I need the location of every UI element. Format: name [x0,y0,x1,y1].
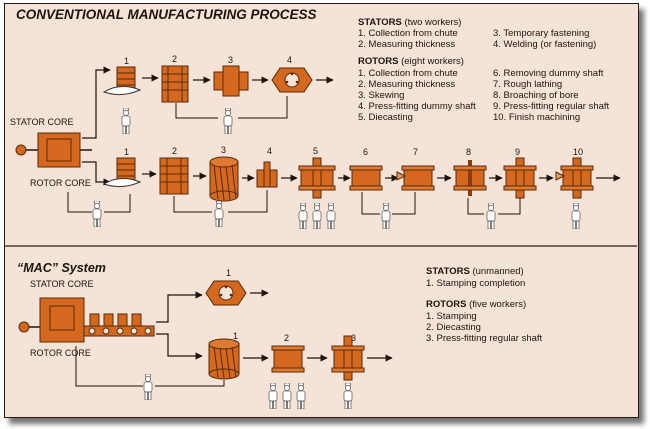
step-number: 1 [124,147,129,157]
conv-rotor-step: 3. Skewing [358,90,404,101]
step-number: 1 [233,331,238,341]
mac-rotor-step: 2. Diecasting [426,322,481,333]
conv-rotors-heading: ROTORS (eight workers) [358,56,464,67]
conv-rotor-step: 7. Rough lathing [493,79,562,90]
mac-diecast-part [271,345,305,373]
conv-stator-step: 3. Temporary fastening [493,28,589,39]
worker-icon [282,383,292,409]
step-number: 6 [363,147,368,157]
step-number: 3 [351,333,356,343]
mac-press-machine [18,297,155,343]
diecast-part [298,157,336,199]
stamped-stator-part [205,280,247,306]
mac-stator-step: 1. Stamping completion [426,278,525,289]
conv-rotor-step: 2. Measuring thickness [358,79,455,90]
worker-icon [214,201,224,227]
worker-icon [223,108,233,134]
step-number: 2 [284,333,289,343]
worker-icon [296,383,306,409]
step-number: 4 [287,55,292,65]
mac-rotor-core-label: ROTOR CORE [30,348,91,358]
conv-rotor-step: 8. Broaching of bore [493,90,579,101]
step-number: 10 [573,147,583,157]
step-number: 8 [466,147,471,157]
mac-rotor-step: 3. Press-fitting regular shaft [426,333,543,344]
worker-icon [92,201,102,227]
worker-icon [312,203,322,229]
conv-rotor-step: 1. Collection from chute [358,68,458,79]
conv-rotor-core-label: ROTOR CORE [30,178,91,188]
worker-icon [298,203,308,229]
mac-rotor-step: 1. Stamping [426,311,477,322]
step-number: 1 [124,56,129,66]
stack-part [161,65,189,103]
conv-rotor-step: 6. Removing dummy shaft [493,68,604,79]
step-number: 1 [226,268,231,278]
shaft-fit-part [503,157,537,199]
conv-rotor-step: 5. Diecasting [358,112,413,123]
stack-part [159,157,189,195]
press-fit-part [256,161,278,188]
mac-rotors-heading: ROTORS (five workers) [426,299,526,310]
worker-icon [381,203,391,229]
step-number: 5 [313,146,318,156]
step-number: 9 [515,147,520,157]
conv-stator-step: 4. Welding (or fastening) [493,39,596,50]
welded-stator-part [271,67,313,93]
step-number: 7 [413,147,418,157]
core-press-machine [15,132,92,168]
worker-icon [326,203,336,229]
chute-part [102,66,142,96]
conv-stators-heading: STATORS (two workers) [358,17,461,28]
fastened-core-part [213,65,249,97]
conv-stator-core-label: STATOR CORE [10,117,74,127]
worker-icon [121,108,131,134]
worker-icon [268,383,278,409]
worker-icon [571,203,581,229]
conv-rotor-step: 4. Press-fitting dummy shaft [358,101,476,112]
step-number: 2 [172,54,177,64]
mac-title: “MAC” System [17,261,106,275]
chute-part [102,157,142,188]
stamped-rotor-part [208,338,240,380]
skewed-rotor-part [209,156,239,202]
conv-stator-step: 2. Measuring thickness [358,39,455,50]
conv-rotor-step: 10. Finish machining [493,112,580,123]
conventional-title: CONVENTIONAL MANUFACTURING PROCESS [16,7,317,22]
worker-icon [143,374,153,400]
conv-stator-step: 1. Collection from chute [358,28,458,39]
worker-icon [486,203,496,229]
removed-shaft-part [349,165,383,191]
step-number: 3 [228,55,233,65]
finished-rotor-part [555,157,594,199]
conv-rotor-step: 9. Press-fitting regular shaft [493,101,610,112]
step-number: 3 [221,145,226,155]
step-number: 2 [172,146,177,156]
mac-stators-heading: STATORS (unmanned) [426,266,524,277]
broached-part [453,160,487,196]
mac-shaft-fit-part [331,335,365,381]
step-number: 4 [267,146,272,156]
mac-stator-core-label: STATOR CORE [30,279,94,289]
worker-icon [343,383,353,409]
lathed-part [396,165,435,191]
